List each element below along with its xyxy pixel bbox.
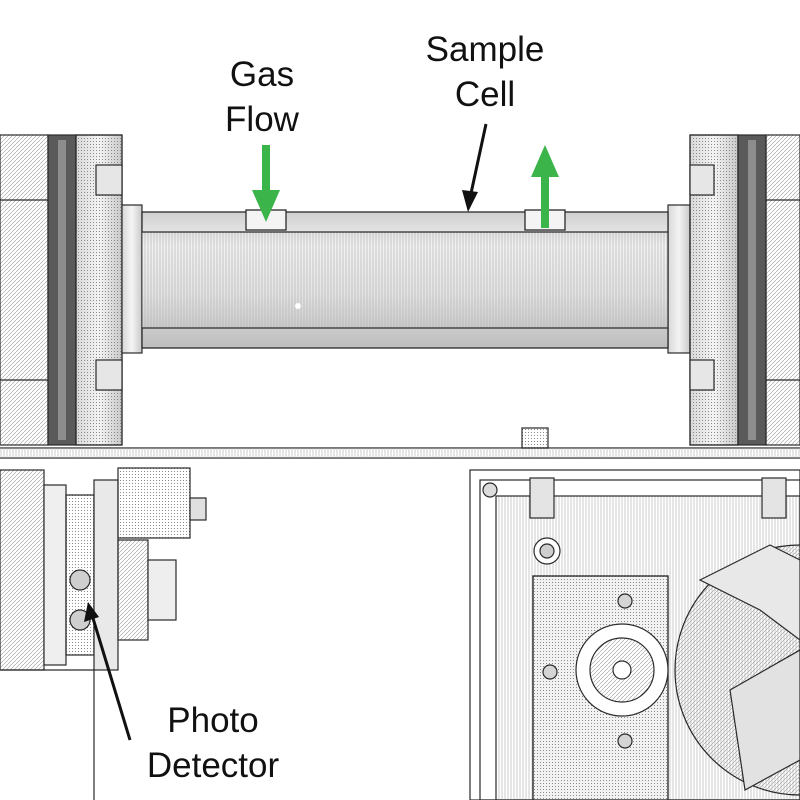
- right-flange: [667, 134, 800, 446]
- photo-detector-label: Photo Detector: [128, 698, 298, 788]
- gas-inlet-arrow: [252, 145, 280, 222]
- sample-cell-tube: [141, 209, 669, 349]
- optics-assembly: [469, 469, 800, 800]
- photo-detector-assembly: [0, 467, 207, 800]
- left-flange: [0, 134, 143, 446]
- gas-flow-label-line-2: Flow: [225, 100, 299, 139]
- photo-detector-label-line-2: Detector: [146, 746, 280, 785]
- sample-cell-label-line-2: Cell: [454, 75, 516, 114]
- sample-cell-label: Sample Cell: [400, 27, 570, 117]
- sample-cell-label-line-1: Sample: [425, 30, 545, 69]
- gas-flow-label: Gas Flow: [202, 52, 322, 142]
- photo-detector-label-line-1: Photo: [167, 701, 259, 740]
- gas-outlet-arrow: [531, 145, 559, 228]
- sample-cell-callout-arrow: [462, 123, 488, 212]
- gas-flow-label-line-1: Gas: [229, 55, 295, 94]
- photo-detector-callout-arrow: [84, 602, 132, 741]
- base-plate: [0, 427, 800, 459]
